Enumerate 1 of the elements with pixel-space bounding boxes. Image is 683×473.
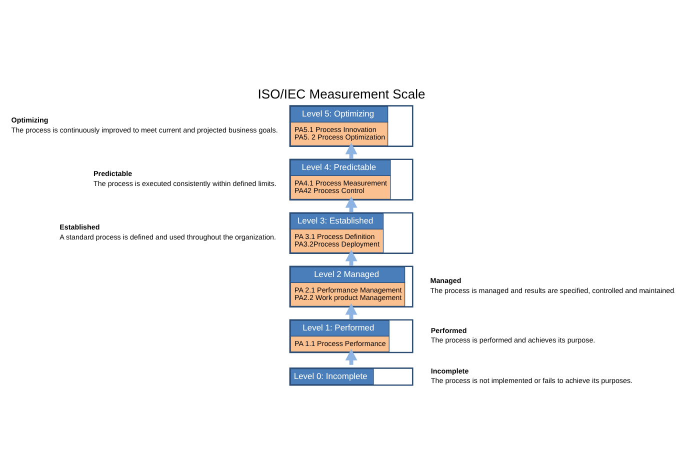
diagram-title: ISO/IEC Measurement Scale	[258, 86, 426, 102]
